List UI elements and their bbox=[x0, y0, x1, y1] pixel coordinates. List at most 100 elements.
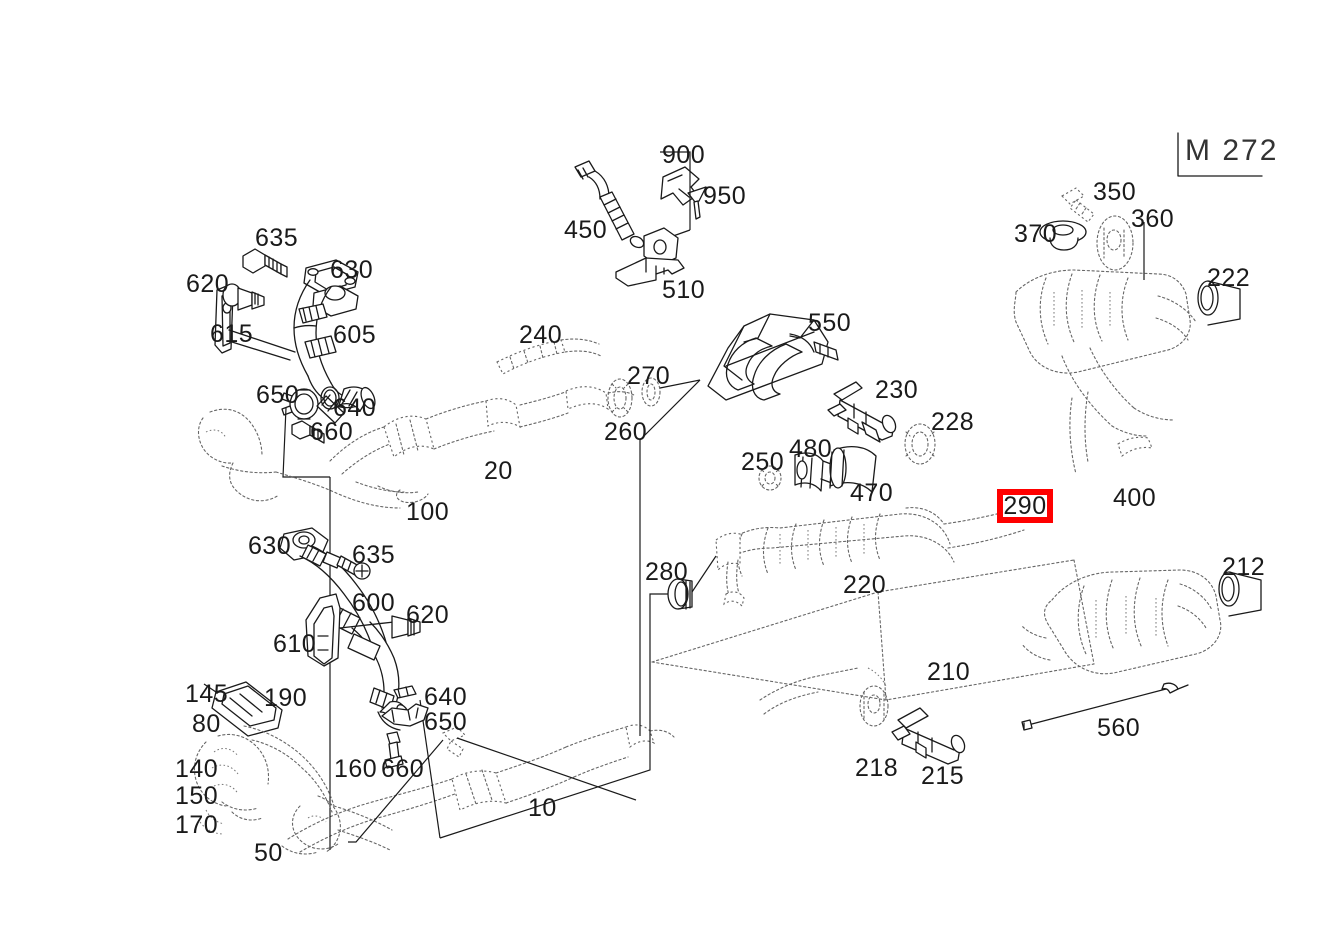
part-480-collar bbox=[794, 452, 840, 492]
engine-code-label: M 272 bbox=[1185, 134, 1279, 167]
part-212-muffler bbox=[1021, 569, 1222, 675]
part-605-pipe bbox=[293, 279, 376, 424]
part-650-lower bbox=[381, 703, 429, 727]
part-660-upper bbox=[291, 420, 325, 444]
callout-650-upper: 650 bbox=[256, 381, 300, 409]
callout-80: 80 bbox=[192, 710, 221, 738]
callout-145: 145 bbox=[185, 680, 229, 708]
callout-260: 260 bbox=[604, 418, 648, 446]
part-660-lower bbox=[384, 731, 404, 769]
callout-550: 550 bbox=[808, 309, 852, 337]
callout-160: 160 bbox=[334, 755, 378, 783]
callout-640-lower: 640 bbox=[424, 683, 468, 711]
part-550-heat-shield bbox=[707, 313, 839, 401]
callout-210: 210 bbox=[927, 658, 971, 686]
part-220-muffler bbox=[715, 505, 1027, 608]
part-230-bracket bbox=[827, 381, 897, 443]
part-635-upper bbox=[242, 248, 288, 278]
callout-212: 212 bbox=[1222, 553, 1266, 581]
part-650-upper bbox=[281, 388, 319, 420]
part-190-shield bbox=[211, 681, 283, 737]
part-610-bracket bbox=[305, 593, 341, 667]
part-228-ring bbox=[904, 423, 936, 465]
part-640-upper bbox=[320, 386, 340, 410]
highlighted-callout-290-box[interactable]: 290 bbox=[997, 489, 1053, 523]
callout-660-lower: 660 bbox=[381, 755, 425, 783]
part-270-ring bbox=[641, 377, 661, 407]
callout-900: 900 bbox=[662, 141, 706, 169]
part-218-hanger bbox=[859, 685, 889, 727]
callout-600: 600 bbox=[352, 589, 396, 617]
part-100-manifold-ghost bbox=[197, 408, 429, 509]
callout-650-lower: 650 bbox=[424, 708, 468, 736]
callout-190: 190 bbox=[264, 684, 308, 712]
part-620-lower bbox=[339, 615, 421, 639]
callout-280: 280 bbox=[645, 558, 689, 586]
callout-510: 510 bbox=[662, 276, 706, 304]
callout-220: 220 bbox=[843, 571, 887, 599]
callout-630-upper: 630 bbox=[330, 256, 374, 284]
callout-140: 140 bbox=[175, 755, 219, 783]
callout-660-upper: 660 bbox=[310, 418, 354, 446]
callout-480: 480 bbox=[789, 435, 833, 463]
callout-218: 218 bbox=[855, 754, 899, 782]
part-10-front-pipe bbox=[287, 724, 675, 853]
callout-170: 170 bbox=[175, 811, 219, 839]
callout-270: 270 bbox=[627, 362, 671, 390]
part-260-ring bbox=[607, 378, 633, 418]
callout-10: 10 bbox=[528, 794, 557, 822]
callout-450: 450 bbox=[564, 216, 608, 244]
callout-620-lower: 620 bbox=[406, 601, 450, 629]
part-640-lower bbox=[393, 685, 417, 699]
callout-370: 370 bbox=[1014, 220, 1058, 248]
part-360-hanger bbox=[1096, 215, 1134, 271]
callout-230: 230 bbox=[875, 376, 919, 404]
part-510-mount bbox=[615, 227, 685, 287]
part-635-lower bbox=[322, 551, 371, 580]
callout-605: 605 bbox=[333, 321, 377, 349]
callout-610: 610 bbox=[273, 630, 317, 658]
part-222-tip bbox=[1197, 280, 1241, 326]
part-560-rod bbox=[1021, 682, 1189, 731]
callout-215: 215 bbox=[921, 762, 965, 790]
callout-950: 950 bbox=[703, 182, 747, 210]
part-215-bracket bbox=[891, 707, 966, 765]
callout-290: 290 bbox=[1003, 492, 1047, 520]
part-20-catalytic bbox=[329, 386, 635, 475]
part-210-panel bbox=[651, 559, 1095, 715]
callout-560: 560 bbox=[1097, 714, 1141, 742]
callout-50: 50 bbox=[254, 839, 283, 867]
callout-20: 20 bbox=[484, 457, 513, 485]
callout-250: 250 bbox=[741, 448, 785, 476]
model-tag-bracket bbox=[1177, 132, 1263, 177]
callout-615: 615 bbox=[210, 320, 254, 348]
part-600-pipe bbox=[299, 544, 410, 731]
part-470-canister bbox=[829, 445, 877, 493]
callout-640-upper: 640 bbox=[333, 394, 377, 422]
callout-222: 222 bbox=[1207, 264, 1251, 292]
callout-150: 150 bbox=[175, 782, 219, 810]
callout-240: 240 bbox=[519, 321, 563, 349]
callout-400: 400 bbox=[1113, 484, 1157, 512]
part-250-ring bbox=[758, 465, 782, 491]
callout-635-upper: 635 bbox=[255, 224, 299, 252]
callout-620-upper: 620 bbox=[186, 270, 230, 298]
part-950-clip bbox=[687, 186, 707, 220]
callout-630-lower: 630 bbox=[248, 532, 292, 560]
part-370-mount bbox=[1039, 220, 1087, 251]
callout-635-lower: 635 bbox=[352, 541, 396, 569]
callout-470: 470 bbox=[850, 479, 894, 507]
part-140-150-170-manifold bbox=[193, 725, 393, 855]
part-400-muffler-upper bbox=[1013, 269, 1197, 475]
callout-228: 228 bbox=[931, 408, 975, 436]
part-160-clip bbox=[442, 726, 466, 758]
callout-360: 360 bbox=[1131, 205, 1175, 233]
callout-100: 100 bbox=[406, 498, 450, 526]
part-240-pipe bbox=[496, 338, 602, 375]
callout-350: 350 bbox=[1093, 178, 1137, 206]
part-620-upper bbox=[222, 283, 265, 311]
part-450-sensor bbox=[574, 160, 645, 249]
part-212-tip bbox=[1218, 571, 1262, 617]
